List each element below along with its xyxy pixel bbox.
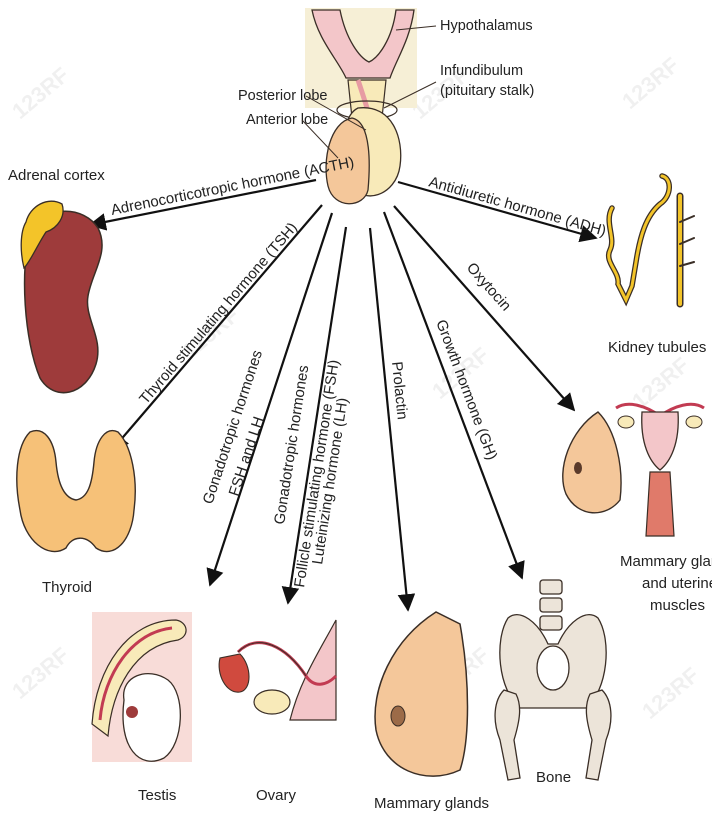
testis-illustration	[92, 612, 192, 762]
mammary-illustration	[375, 612, 467, 776]
mammary-uterine-label-1: Mammary glands	[620, 553, 712, 570]
nipple-shape	[391, 706, 405, 726]
posterior-lobe-label: Posterior lobe	[238, 88, 327, 104]
svg-text:123RF: 123RF	[7, 62, 74, 124]
uterus-body	[642, 412, 679, 470]
svg-text:123RF: 123RF	[7, 642, 74, 704]
adrenal-kidney-illustration	[21, 201, 102, 392]
testis-label: Testis	[138, 787, 176, 804]
hormone-arrows	[90, 180, 596, 610]
pituitary-stalk-label: (pituitary stalk)	[440, 83, 534, 99]
mammary-uterine-label-3: muscles	[650, 597, 705, 614]
kidney-tubules-label: Kidney tubules	[608, 339, 706, 356]
mammary-label: Mammary glands	[374, 795, 489, 812]
anterior-lobe-label: Anterior lobe	[246, 112, 328, 128]
right-breast-shape	[563, 412, 621, 513]
right-nipple-shape	[574, 462, 582, 474]
adrenal-cortex-label: Adrenal cortex	[8, 167, 105, 184]
ovary-label: Ovary	[256, 787, 297, 804]
mammary-uterine-illustration	[563, 404, 704, 536]
bone-illustration	[495, 580, 611, 780]
fimbriae-shape	[219, 654, 249, 692]
ovary-illustration	[219, 620, 336, 720]
epididymis-shape	[126, 706, 138, 718]
adh-label: Antidiuretic hormone (ADH)	[427, 173, 608, 239]
ovary-shape	[254, 690, 290, 714]
kidney-tubules-illustration	[609, 176, 694, 304]
adh-arrow	[398, 182, 596, 238]
hypothalamus-label: Hypothalamus	[440, 18, 533, 34]
infundibulum-label: Infundibulum	[440, 63, 523, 79]
cervix-vagina	[646, 472, 674, 536]
uterus-edge	[290, 620, 336, 720]
breast-shape	[375, 612, 467, 776]
prolactin-label: Prolactin	[388, 361, 411, 421]
thyroid-label: Thyroid	[42, 579, 92, 596]
thyroid-illustration	[17, 431, 135, 552]
thyroid-shape	[17, 431, 135, 552]
tsh-label: Thyroid stimulating hormone (TSH)	[136, 219, 301, 407]
left-femur	[495, 690, 520, 780]
oxytocin-label: Oxytocin	[463, 259, 514, 314]
mammary-uterine-label-2: and uterine	[642, 575, 712, 592]
right-femur	[586, 690, 611, 780]
bone-label: Bone	[536, 769, 571, 786]
svg-text:123RF: 123RF	[637, 662, 704, 724]
svg-text:123RF: 123RF	[617, 52, 684, 114]
